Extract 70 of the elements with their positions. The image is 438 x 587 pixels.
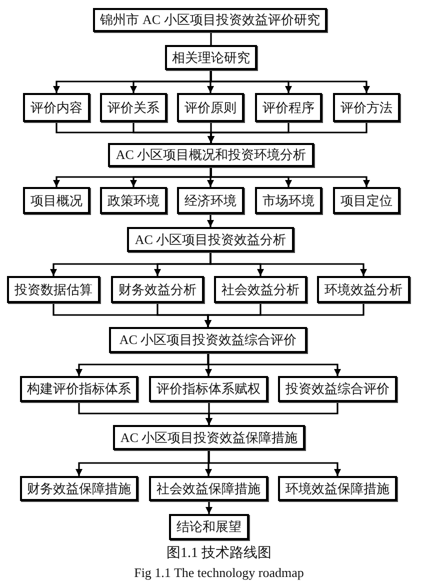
process-box — [23, 187, 90, 214]
box-label: 相关理论研究 — [172, 48, 250, 66]
box-label: AC 小区项目概况和投资环境分析 — [116, 146, 306, 164]
connector-arrow — [207, 353, 341, 376]
box-label: AC 小区项目投资效益保障措施 — [120, 428, 298, 446]
process-box — [317, 276, 410, 303]
box-label: 评价关系 — [108, 98, 160, 116]
box-label: 项目概况 — [30, 192, 82, 210]
process-box — [278, 476, 397, 501]
process-box — [149, 476, 268, 501]
process-box — [255, 93, 322, 122]
figure-caption: 图1.1 技术路线图 — [166, 546, 272, 561]
box-label: AC 小区项目投资效益分析 — [134, 230, 286, 248]
process-box — [23, 93, 90, 122]
box-label: 锦州市 AC 小区项目投资效益评价研究 — [100, 11, 320, 29]
box-label: 构建评价指标体系 — [27, 380, 131, 398]
process-box — [333, 187, 400, 214]
connector-arrow — [208, 122, 368, 143]
box-label: 财务效益保障措施 — [27, 480, 131, 498]
process-box — [111, 276, 204, 303]
connector-arrow — [210, 167, 370, 187]
box-label: 评价方法 — [340, 98, 392, 116]
process-box — [20, 376, 138, 402]
box-label: 环境效益保障措施 — [286, 480, 390, 498]
process-box — [169, 514, 249, 540]
box-label: 结论和展望 — [176, 518, 242, 536]
box-label: 项目定位 — [340, 192, 392, 210]
connector-arrow — [204, 303, 364, 327]
process-box — [127, 227, 294, 252]
process-box — [214, 276, 307, 303]
box-label: 评价内容 — [30, 98, 82, 116]
connector-arrow — [206, 501, 212, 514]
figure-caption-english: Fig 1.1 The technology roadmap — [134, 565, 304, 580]
process-box — [255, 187, 322, 214]
process-box — [100, 187, 167, 214]
process-box — [177, 93, 244, 122]
box-label: 市场环境 — [262, 192, 314, 210]
box-label: 经济环境 — [184, 192, 236, 210]
process-box — [109, 327, 307, 353]
connector-arrow — [210, 252, 367, 276]
process-box — [100, 93, 167, 122]
connector-arrow — [210, 70, 370, 93]
box-label: 评价原则 — [184, 98, 236, 116]
box-label: 政策环境 — [108, 192, 160, 210]
box-label: 社会效益保障措施 — [156, 480, 260, 498]
box-label: AC 小区项目投资效益综合评价 — [119, 331, 297, 349]
process-box — [165, 45, 257, 70]
box-label: 评价程序 — [262, 98, 314, 116]
process-box — [333, 93, 400, 122]
process-box — [108, 143, 314, 167]
connector-arrow — [207, 214, 214, 227]
connector-arrow — [207, 70, 214, 93]
process-box — [20, 476, 138, 501]
process-box — [113, 425, 305, 450]
box-label: 环境效益分析 — [324, 280, 402, 298]
connector-arrow — [205, 353, 212, 376]
connector-arrow — [207, 167, 214, 187]
process-box — [7, 276, 100, 303]
box-label: 社会效益分析 — [222, 280, 300, 298]
box-label: 财务效益分析 — [118, 280, 196, 298]
connector-arrow — [205, 450, 212, 476]
process-box — [177, 187, 244, 214]
connector-arrow — [208, 450, 341, 476]
box-label: 投资效益综合评价 — [286, 380, 390, 398]
box-label: 评价指标体系赋权 — [156, 380, 260, 398]
box-label: 投资数据估算 — [14, 280, 92, 298]
process-box — [278, 376, 397, 402]
process-box — [149, 376, 268, 402]
connector-arrow — [206, 402, 338, 425]
process-box — [93, 8, 327, 32]
